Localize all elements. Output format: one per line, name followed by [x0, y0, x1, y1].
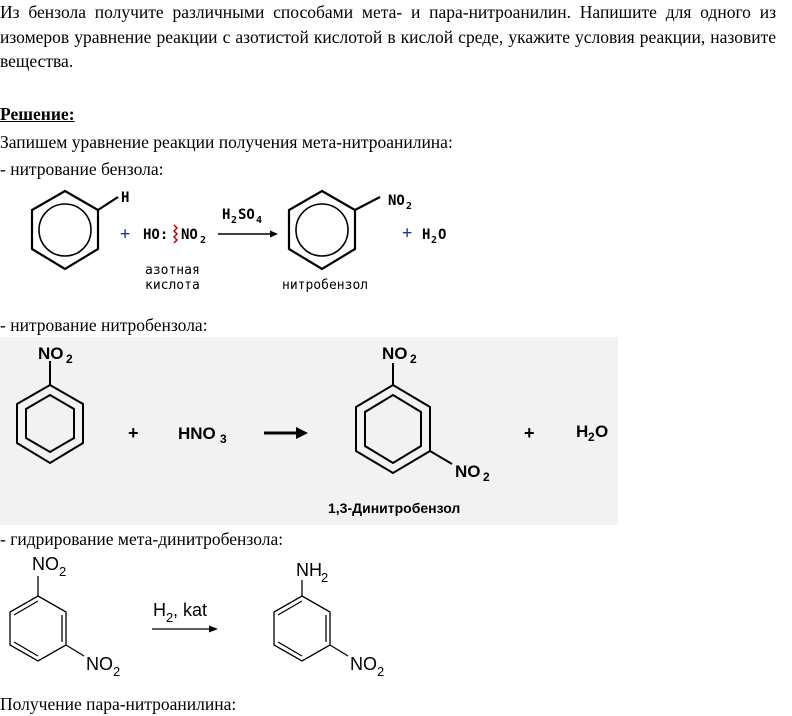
step-title-nitration-nitrobenzene: - нитрование нитробензола: [0, 315, 208, 335]
reactant-bottom-nitro: NO 2 [86, 654, 120, 679]
water-formula: H 2 O [422, 227, 446, 246]
nitro-sub: 2 [406, 201, 412, 212]
dinitrobenzene-reactant [9, 576, 85, 662]
step-title-hydrogenation: - гидрирование мета-динитробензола: [0, 529, 284, 549]
solution-intro: Запишем уравнение реакции получения мета… [0, 132, 453, 152]
product-amino-group: NH 2 [296, 560, 328, 585]
nitric-acid-no: NO [181, 227, 198, 243]
nitric-acid: HNO 3 [178, 424, 227, 446]
step-title-nitration-benzene: - нитрование бензола: [0, 159, 164, 179]
reaction-scheme-2: NO 2 + HNO 3 NO 2 NO 2 + H 2 O 1,3-Динит… [0, 337, 618, 525]
p-bottom-no: NO [350, 654, 377, 674]
para-nitroaniline-heading: Получение пара-нитроанилина: [0, 694, 237, 714]
water-formula-2: H 2 O [576, 422, 608, 444]
plus-sign-2: + [402, 223, 412, 243]
cond-sub1: 2 [231, 215, 237, 226]
caption-nitric-acid-1: азотная [145, 263, 200, 278]
r-top-sub: 2 [59, 564, 66, 579]
bond-cleavage-mark [172, 224, 179, 244]
task-text: Из бензола получите различными способами… [0, 2, 776, 71]
caption-dinitrobenzene: 1,3-Динитробензол [328, 500, 460, 516]
c-sub: 2 [166, 610, 173, 625]
p-top-sub: 2 [321, 570, 328, 585]
c-rest: , kat [173, 600, 207, 620]
cond-sub2: 4 [256, 215, 262, 226]
r-top-no: NO [32, 554, 59, 574]
c-h: H [153, 600, 166, 620]
r-bottom-sub: 2 [113, 664, 120, 679]
h-label: H [121, 190, 129, 206]
condition-h2so4: H 2 SO 4 [222, 207, 262, 226]
r-bottom-no: NO [86, 654, 113, 674]
water2-h: H [576, 422, 588, 441]
reaction-arrow-2 [264, 427, 308, 439]
cond-so: SO [238, 207, 255, 223]
product-nitro-top: NO 2 [382, 344, 417, 366]
scheme-background [0, 337, 618, 525]
reactant-nitro-group: NO 2 [38, 344, 73, 366]
nitrobenzene-reactant [16, 361, 84, 465]
nitroaniline-ring [273, 580, 349, 662]
water-sub: 2 [431, 235, 437, 246]
water-o: O [438, 227, 446, 243]
nitrobenzene-ring [287, 189, 381, 271]
reaction-arrow [218, 230, 278, 238]
reactant-top-nitro: NO 2 [32, 554, 66, 579]
nitric-acid-sub: 2 [200, 235, 206, 246]
hno: HNO [178, 424, 216, 443]
solution-heading: Решение: [0, 104, 75, 124]
cond-h: H [222, 207, 230, 223]
reaction-scheme-3: NO 2 NO 2 H 2 , kat NH 2 NO 2 [9, 554, 384, 679]
product-nitro-group: NO 2 [350, 654, 384, 679]
condition-h2-kat: H 2 , kat [153, 600, 207, 625]
plus-sign: + [120, 224, 130, 244]
water-h: H [422, 227, 430, 243]
reaction-arrow-3 [152, 625, 218, 633]
product-top-sub: 2 [410, 352, 417, 366]
hno-sub: 3 [220, 432, 227, 446]
reactant-sub: 2 [66, 352, 73, 366]
product-bottom-no: NO [455, 462, 481, 481]
benzene-ring [30, 189, 119, 271]
caption-nitrobenzene: нитробензол [282, 278, 368, 293]
product-bottom-sub: 2 [483, 470, 490, 484]
plus-sign-3: + [128, 423, 139, 443]
nitric-acid-ho: HO: [143, 227, 168, 243]
product-top-no: NO [382, 344, 408, 363]
nitric-acid-formula: HO: NO 2 [143, 224, 206, 246]
p-top-nh: NH [296, 560, 322, 580]
p-bottom-sub: 2 [377, 664, 384, 679]
dinitrobenzene-ring [355, 363, 453, 475]
water2-o: O [595, 422, 608, 441]
reaction-scheme-1: H + HO: NO 2 H 2 SO 4 NO 2 + H 2 O азотн… [30, 189, 446, 293]
plus-sign-4: + [524, 423, 535, 443]
product-nitro-bottom: NO 2 [455, 462, 490, 484]
nitro-no: NO [388, 193, 405, 209]
nitro-group: NO 2 [388, 193, 412, 212]
water2-sub: 2 [588, 430, 595, 444]
caption-nitric-acid-2: кислота [145, 278, 200, 293]
reactant-no: NO [38, 344, 64, 363]
